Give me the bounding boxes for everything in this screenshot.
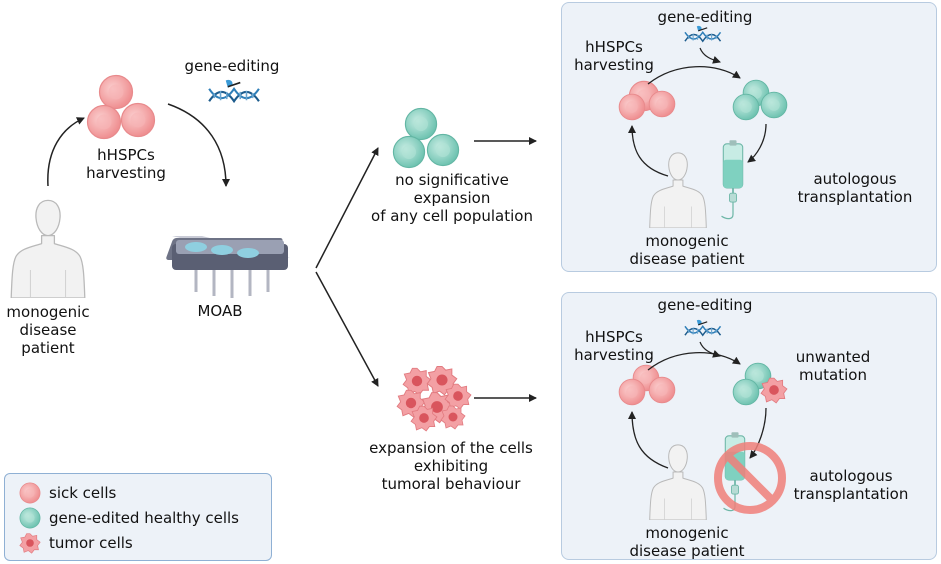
legend-label-sick: sick cells bbox=[49, 484, 117, 502]
tumor-cells-cluster-middle bbox=[396, 365, 472, 432]
arrow-to-harvest bbox=[47, 117, 85, 187]
gene-editing-icon bbox=[208, 78, 260, 103]
legend-label-healthy: gene-edited healthy cells bbox=[49, 509, 239, 527]
healthy-cells-panel-top bbox=[732, 79, 788, 121]
legend: sick cells gene-edited healthy cells tum… bbox=[4, 473, 272, 561]
moab-label: MOAB bbox=[197, 302, 243, 320]
tumor-cell-icon bbox=[19, 533, 41, 554]
arrow-edit-in-bottom bbox=[699, 341, 721, 358]
arrow-edit-in-top bbox=[699, 47, 721, 64]
healthy-cell-icon bbox=[19, 507, 41, 529]
arrow-to-moab bbox=[167, 103, 230, 187]
sick-cell-icon bbox=[19, 482, 41, 504]
arrow-to-transplant-top bbox=[747, 123, 767, 163]
gene-editing-label: gene-editing bbox=[184, 57, 280, 75]
arrow-patient-to-harvest-top bbox=[628, 125, 669, 177]
prohibited-icon bbox=[714, 442, 786, 514]
patient-icon-panel-top bbox=[649, 152, 707, 228]
gene-editing-icon-panel-bottom bbox=[684, 319, 722, 336]
gene-editing-icon-panel-top bbox=[684, 25, 722, 42]
sick-cells-panel-bottom bbox=[618, 364, 676, 406]
arrow-to-expansion bbox=[315, 271, 379, 387]
patient-icon bbox=[10, 199, 86, 298]
panel-bottom-gene-editing-label: gene-editing bbox=[657, 296, 753, 314]
moab-device-icon bbox=[166, 236, 290, 298]
arrow-patient-to-harvest-bottom bbox=[628, 411, 669, 469]
panel-top-gene-editing-label: gene-editing bbox=[657, 8, 753, 26]
legend-label-tumor: tumor cells bbox=[49, 534, 133, 552]
panel-bottom-box bbox=[561, 292, 937, 560]
arrow-harvest-to-edit-top bbox=[647, 66, 741, 85]
drip-bag-icon-panel-top bbox=[720, 140, 744, 220]
arrow-to-transplant-bottom bbox=[749, 407, 767, 459]
arrow-harvest-to-edit-bottom bbox=[647, 352, 741, 371]
sick-cells-cluster-left bbox=[86, 74, 156, 140]
sick-cells-panel-top bbox=[618, 80, 676, 121]
patient-icon-panel-bottom bbox=[649, 444, 707, 520]
healthy-cells-cluster-middle bbox=[392, 107, 460, 169]
panel-top-box bbox=[561, 2, 937, 272]
arrow-to-no-expansion bbox=[315, 147, 379, 269]
